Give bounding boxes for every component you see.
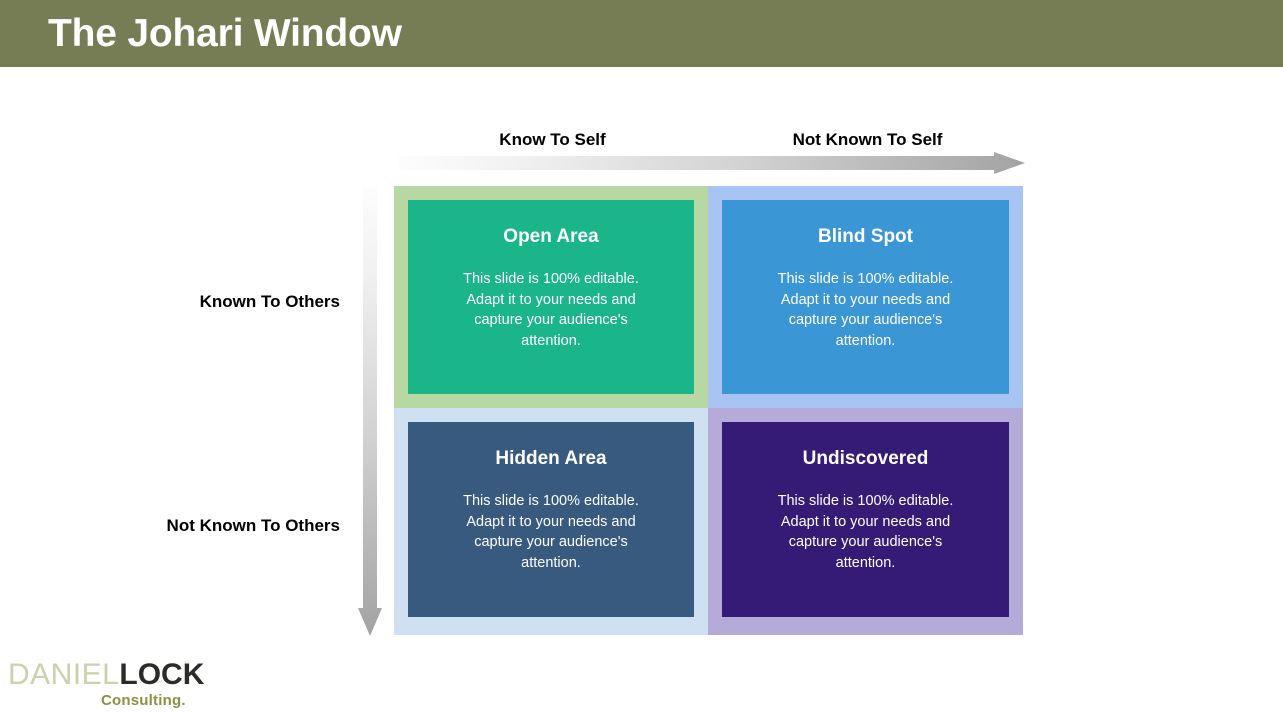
quadrant-open-area-inner: Open Area This slide is 100% editable. A… xyxy=(408,200,694,394)
quadrant-hidden-area-inner: Hidden Area This slide is 100% editable.… xyxy=(408,422,694,617)
quadrant-open-area-title: Open Area xyxy=(503,226,599,247)
quadrant-undiscovered-body: This slide is 100% editable. Adapt it to… xyxy=(777,493,954,571)
quadrant-hidden-area-title: Hidden Area xyxy=(495,448,607,469)
quadrant-blind-spot-inner: Blind Spot This slide is 100% editable. … xyxy=(722,200,1009,394)
down-arrow-gradient-icon xyxy=(358,186,382,636)
quadrant-blind-spot-body: This slide is 100% editable. Adapt it to… xyxy=(777,271,954,349)
quadrant-hidden-area[interactable]: Hidden Area This slide is 100% editable.… xyxy=(394,408,708,635)
right-arrow-gradient-icon xyxy=(398,152,1025,174)
quadrant-blind-spot[interactable]: Blind Spot This slide is 100% editable. … xyxy=(708,186,1023,408)
quadrant-undiscovered[interactable]: Undiscovered This slide is 100% editable… xyxy=(708,408,1023,635)
row-label-not-known-to-others: Not Known To Others xyxy=(166,516,340,535)
johari-quadrant-grid: Open Area This slide is 100% editable. A… xyxy=(394,186,1023,635)
row-label-known-to-others: Known To Others xyxy=(199,292,340,311)
quadrant-undiscovered-title: Undiscovered xyxy=(802,448,929,469)
page-title: The Johari Window xyxy=(48,12,402,55)
brand-logo-lock: LOCK xyxy=(119,658,205,691)
column-label-know-to-self: Know To Self xyxy=(499,130,606,149)
header-bar: The Johari Window xyxy=(0,0,1283,67)
column-label-not-known-to-self: Not Known To Self xyxy=(792,130,943,149)
quadrant-undiscovered-inner: Undiscovered This slide is 100% editable… xyxy=(722,422,1009,617)
quadrant-open-area[interactable]: Open Area This slide is 100% editable. A… xyxy=(394,186,708,408)
brand-logo-wordmark: DANIELLOCK xyxy=(8,660,258,690)
quadrant-open-area-body: This slide is 100% editable. Adapt it to… xyxy=(463,271,639,349)
brand-logo: DANIELLOCK Consulting. xyxy=(8,660,258,710)
brand-logo-tagline: Consulting. xyxy=(101,692,186,709)
quadrant-hidden-area-body: This slide is 100% editable. Adapt it to… xyxy=(463,493,639,571)
brand-logo-daniel: DANIEL xyxy=(8,658,120,691)
quadrant-blind-spot-title: Blind Spot xyxy=(818,226,913,247)
